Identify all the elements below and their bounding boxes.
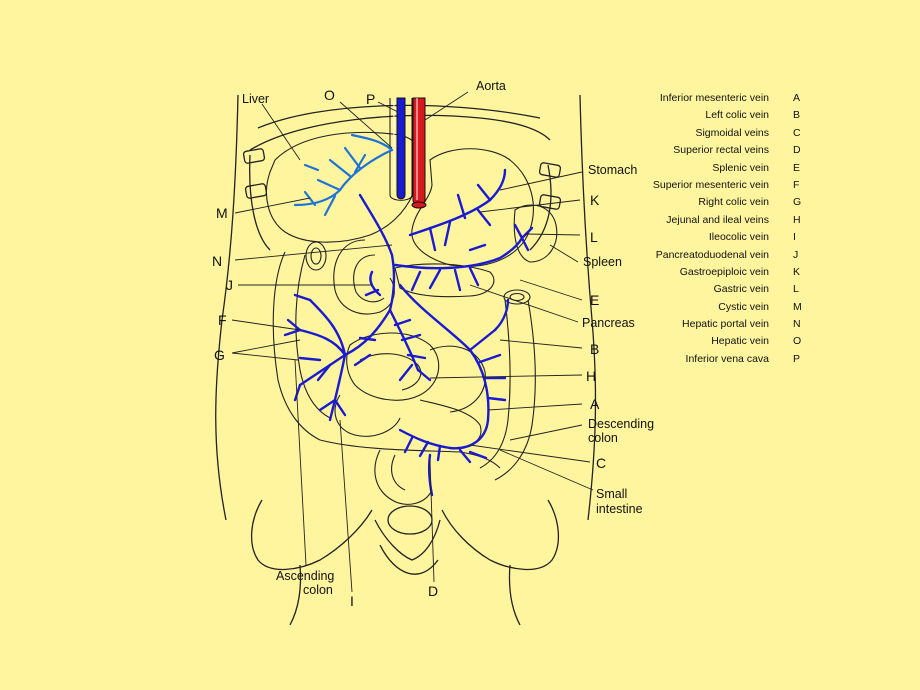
legend-row: Hepatic portal vein N	[600, 316, 815, 333]
figure-labels: Liver Aorta Stomach Spleen Pancreas Desc…	[212, 79, 654, 609]
legend-row: Inferior vena cava P	[600, 351, 815, 368]
legend-vein-name: Hepatic vein	[711, 335, 769, 348]
letter-P: P	[366, 91, 375, 107]
descending-colon-outline	[479, 299, 511, 469]
letter-K: K	[590, 192, 600, 208]
legend-vein-letter: K	[793, 265, 801, 278]
leader-lines	[231, 91, 594, 593]
legend-row: Cystic vein M	[600, 299, 815, 316]
legend-vein-name: Inferior mesenteric vein	[659, 92, 769, 104]
legend-vein-letter: C	[793, 126, 801, 139]
legend-vein-name: Pancreatoduodenal vein	[655, 248, 769, 261]
legend-row: Right colic vein G	[600, 194, 815, 211]
legend-vein-letter: N	[793, 318, 801, 331]
legend-vein-name: Gastric vein	[713, 283, 769, 296]
body-outline	[215, 94, 597, 626]
legend-row: Gastroepiploic vein K	[600, 264, 815, 281]
legend-row: Left colic vein B	[600, 107, 815, 124]
vein-legend: Inferior mesenteric vein A Left colic vein…	[600, 90, 815, 368]
letter-D: D	[428, 583, 438, 599]
legend-row: Inferior mesenteric vein A	[600, 90, 815, 107]
legend-vein-letter: A	[793, 92, 801, 104]
legend-vein-letter: G	[793, 196, 802, 209]
legend-vein-name: Sigmoidal veins	[695, 126, 769, 139]
label-aorta: Aorta	[476, 79, 506, 93]
letter-L: L	[590, 229, 598, 245]
legend-vein-letter: E	[793, 161, 801, 174]
legend-row: Sigmoidal veins C	[600, 125, 815, 142]
label-spleen: Spleen	[583, 255, 622, 269]
stomach-outline	[411, 148, 534, 267]
label-small-intestine-2: intestine	[596, 502, 643, 516]
label-descending-colon-1: Descending	[588, 417, 654, 431]
legend-row: Splenic vein E	[600, 160, 815, 177]
letter-C: C	[596, 455, 606, 471]
letter-O: O	[324, 87, 335, 103]
ascending-colon-outline	[272, 251, 321, 441]
legend-vein-letter: D	[793, 144, 801, 157]
legend-vein-letter: M	[793, 300, 802, 313]
letter-N: N	[212, 253, 222, 269]
legend-vein-letter: I	[793, 231, 796, 244]
label-stomach: Stomach	[588, 163, 637, 177]
legend-vein-letter: O	[793, 335, 802, 348]
legend-row: Hepatic vein O	[600, 333, 815, 350]
duodenum-outline	[333, 239, 395, 315]
letter-E: E	[590, 292, 599, 308]
hepatic-veins	[293, 133, 394, 217]
label-ascending-colon-1: Ascending	[276, 569, 334, 583]
legend-vein-name: Gastroepiploic vein	[679, 265, 769, 278]
legend-vein-letter: J	[793, 248, 799, 261]
legend-vein-name: Right colic vein	[698, 196, 769, 209]
letter-G: G	[214, 347, 225, 363]
letter-F: F	[218, 312, 227, 328]
legend-row: Gastric vein L	[600, 281, 815, 298]
aorta	[412, 97, 426, 205]
letter-I: I	[350, 593, 354, 609]
legend-row: Pancreatoduodenal vein J	[600, 247, 815, 264]
legend-vein-letter: H	[793, 213, 801, 226]
letter-M: M	[216, 205, 228, 221]
label-liver: Liver	[242, 92, 269, 106]
legend-vein-letter: L	[793, 283, 799, 296]
great-vessels	[389, 97, 427, 209]
legend-vein-name: Jejunal and ileal veins	[666, 213, 769, 226]
organs	[266, 131, 558, 505]
legend-row: Ileocolic vein I	[600, 229, 815, 246]
pancreas-outline	[394, 263, 495, 298]
legend-row: Jejunal and ileal veins H	[600, 212, 815, 229]
legend-row: Superior rectal veins D	[600, 142, 815, 159]
legend-row: Superior mesenteric vein F	[600, 177, 815, 194]
label-ascending-colon-2: colon	[303, 583, 333, 597]
label-small-intestine-1: Small	[596, 487, 627, 501]
legend-vein-name: Superior rectal veins	[673, 144, 769, 157]
legend-vein-name: Cystic vein	[718, 300, 769, 313]
legend-vein-name: Inferior vena cava	[685, 352, 769, 365]
legend-vein-name: Ileocolic vein	[708, 231, 769, 244]
portal-system-veins	[283, 168, 534, 497]
legend-vein-name: Left colic vein	[705, 109, 769, 122]
letter-B: B	[590, 341, 599, 357]
label-pancreas: Pancreas	[582, 316, 635, 330]
inferior-vena-cava	[396, 97, 406, 200]
label-descending-colon-2: colon	[588, 431, 618, 445]
letter-A: A	[590, 396, 600, 412]
letter-J: J	[226, 277, 233, 293]
legend-vein-name: Splenic vein	[712, 161, 769, 174]
letter-H: H	[586, 368, 596, 384]
legend-vein-name: Hepatic portal vein	[682, 318, 769, 331]
small-intestine-outline	[346, 332, 440, 401]
legend-vein-letter: B	[793, 109, 801, 122]
legend-vein-name: Superior mesenteric vein	[652, 178, 769, 191]
legend-vein-letter: P	[793, 352, 801, 365]
legend-vein-letter: F	[793, 178, 800, 191]
liver-outline	[266, 131, 423, 243]
